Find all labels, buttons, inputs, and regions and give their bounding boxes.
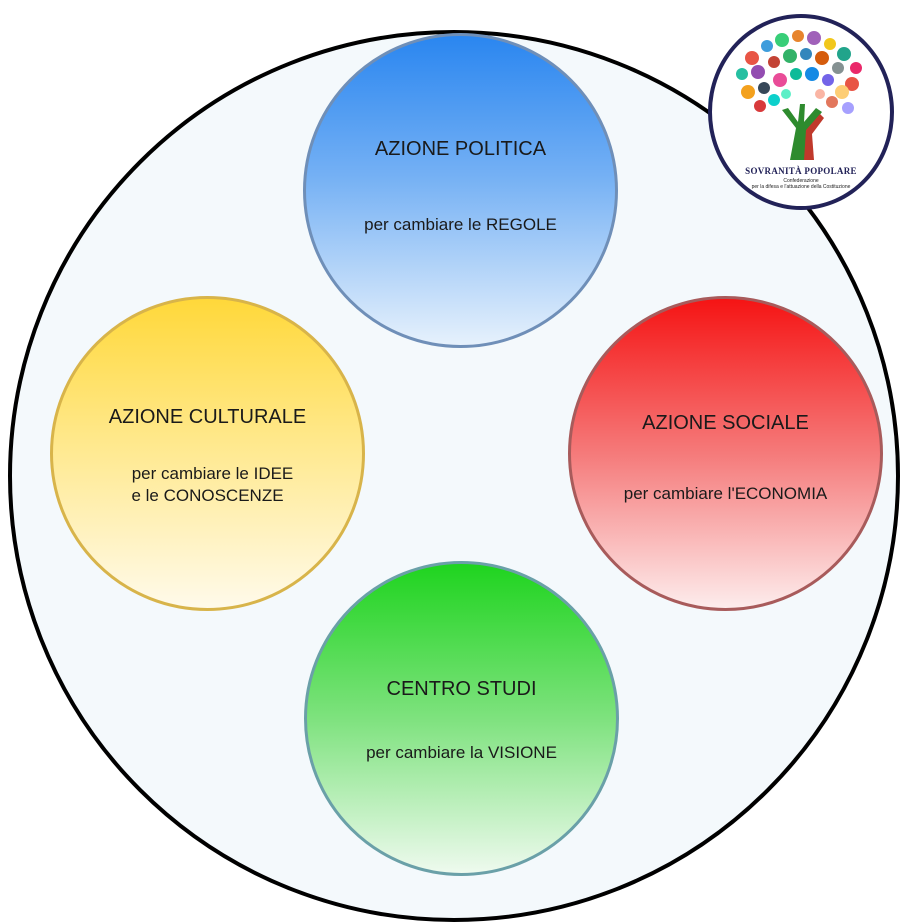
logo-name: SOVRANITÀ POPOLARE	[745, 166, 857, 176]
logo-tagline-line2: per la difesa e l'attuazione della Costi…	[751, 184, 851, 190]
circle-title: AZIONE CULTURALE	[108, 406, 307, 428]
circle-subtitle-line1: per cambiare le IDEE	[131, 464, 294, 483]
circle-subtitle: per cambiare le REGOLE	[364, 215, 557, 234]
logo-tagline: Confederazione per la difesa e l'attuazi…	[734, 178, 868, 190]
circle-title: AZIONE SOCIALE	[642, 412, 809, 434]
circle-subtitle: per cambiare l'ECONOMIA	[623, 484, 828, 503]
circle-centro-studi: CENTRO STUDI per cambiare la VISIONE	[304, 561, 619, 876]
circle-title: CENTRO STUDI	[386, 678, 537, 700]
circle-azione-sociale: AZIONE SOCIALE per cambiare l'ECONOMIA	[568, 296, 883, 611]
tree-of-hands-icon	[736, 30, 862, 160]
circle-subtitle: per cambiare la VISIONE	[366, 743, 557, 762]
circle-title: AZIONE POLITICA	[374, 138, 547, 160]
logo-tagline-line1: Confederazione	[783, 178, 819, 184]
sovranita-popolare-logo: SOVRANITÀ POPOLARE Confederazione per la…	[708, 14, 894, 210]
circle-azione-culturale: AZIONE CULTURALE per cambiare le IDEE e …	[50, 296, 365, 611]
circle-azione-politica: AZIONE POLITICA per cambiare le REGOLE	[303, 33, 618, 348]
circle-subtitle-line2: e le CONOSCENZE	[131, 486, 284, 505]
